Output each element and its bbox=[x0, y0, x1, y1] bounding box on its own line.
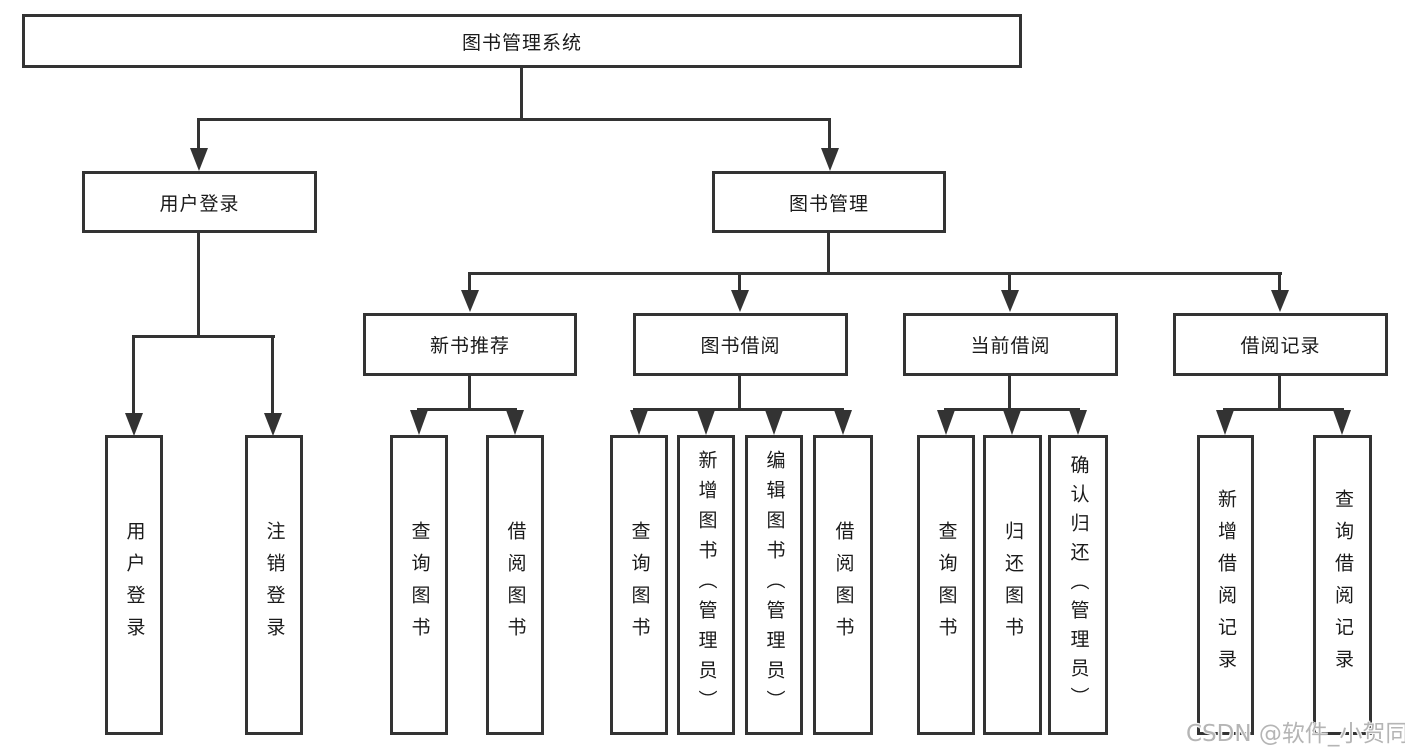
connector-borrow-record-trunk bbox=[1278, 376, 1281, 411]
connector-user-login-trunk bbox=[197, 233, 200, 337]
leaf-user-login: 用户登录 bbox=[105, 435, 163, 735]
leaf-label: 归还图书 bbox=[1002, 521, 1024, 649]
leaf-label: 新增图书（管理员） bbox=[695, 450, 718, 720]
node-label: 新书推荐 bbox=[429, 335, 510, 357]
node-book-borrow: 图书借阅 bbox=[633, 313, 848, 376]
node-label: 当前借阅 bbox=[970, 335, 1051, 357]
leaf-label: 注销登录 bbox=[263, 521, 286, 649]
leaf-bb-borrow-book: 借阅图书 bbox=[813, 435, 873, 735]
arrowhead-leaf-rec-borrow-book bbox=[506, 410, 524, 435]
connector-book-borrow-branch bbox=[633, 408, 844, 411]
node-borrow-record: 借阅记录 bbox=[1173, 313, 1388, 376]
arrowhead-leaf-logout bbox=[264, 413, 282, 436]
leaf-logout: 注销登录 bbox=[245, 435, 303, 735]
connector-book-mgmt-branch bbox=[468, 272, 1282, 275]
node-label: 用户登录 bbox=[159, 192, 240, 215]
leaf-bb-add-book: 新增图书（管理员） bbox=[677, 435, 735, 735]
leaf-br-query-record: 查询借阅记录 bbox=[1313, 435, 1372, 735]
connector-drop-leaf-user-login bbox=[132, 335, 135, 415]
leaf-label: 查询图书 bbox=[628, 521, 651, 649]
node-current-borrow: 当前借阅 bbox=[903, 313, 1118, 376]
leaf-label: 查询图书 bbox=[935, 521, 958, 649]
leaf-label: 借阅图书 bbox=[832, 521, 855, 649]
node-library-management-system: 图书管理系统 bbox=[22, 14, 1022, 68]
arrowhead-leaf-cb-query-book bbox=[937, 410, 955, 435]
arrowhead-current-borrow bbox=[1001, 290, 1019, 312]
leaf-cb-confirm-return: 确认归还（管理员） bbox=[1048, 435, 1108, 735]
arrowhead-book-mgmt bbox=[821, 148, 839, 171]
csdn-watermark: CSDN @软件_小贺同学 bbox=[1186, 721, 1405, 747]
arrowhead-leaf-cb-return-book bbox=[1003, 410, 1021, 435]
connector-drop-leaf-logout bbox=[271, 335, 274, 415]
leaf-label: 确认归还（管理员） bbox=[1067, 454, 1090, 716]
connector-root-branch bbox=[198, 118, 831, 121]
arrowhead-leaf-br-add-record bbox=[1216, 410, 1234, 435]
connector-root-trunk bbox=[520, 68, 523, 120]
arrowhead-leaf-user-login bbox=[125, 413, 143, 436]
leaf-label: 借阅图书 bbox=[504, 521, 527, 649]
leaf-label: 用户登录 bbox=[123, 521, 146, 649]
connector-drop-borrow-record bbox=[1278, 272, 1281, 292]
arrowhead-leaf-bb-query-book bbox=[630, 410, 648, 435]
leaf-cb-query-book: 查询图书 bbox=[917, 435, 975, 735]
connector-drop-book-borrow bbox=[738, 272, 741, 292]
connector-drop-current-borrow bbox=[1008, 272, 1011, 292]
connector-drop-new-book-rec bbox=[468, 272, 471, 292]
connector-book-mgmt-trunk bbox=[827, 233, 830, 274]
connector-current-borrow-trunk bbox=[1008, 376, 1011, 411]
connector-new-book-rec-trunk bbox=[468, 376, 471, 411]
leaf-rec-borrow-book: 借阅图书 bbox=[486, 435, 544, 735]
leaf-label: 查询图书 bbox=[408, 521, 431, 649]
connector-borrow-record-branch bbox=[1223, 408, 1344, 411]
node-new-book-recommend: 新书推荐 bbox=[363, 313, 577, 376]
arrowhead-new-book-rec bbox=[461, 290, 479, 312]
leaf-rec-query-book: 查询图书 bbox=[390, 435, 448, 735]
arrowhead-leaf-bb-borrow-book bbox=[834, 410, 852, 435]
arrowhead-leaf-bb-add-book bbox=[697, 410, 715, 435]
node-label: 图书借阅 bbox=[700, 335, 781, 357]
arrowhead-leaf-bb-edit-book bbox=[765, 410, 783, 435]
connector-book-borrow-trunk bbox=[738, 376, 741, 411]
connector-new-book-rec-branch bbox=[417, 408, 517, 411]
arrowhead-leaf-cb-confirm-return bbox=[1069, 410, 1087, 435]
node-label: 图书管理 bbox=[788, 192, 869, 215]
arrowhead-leaf-rec-query-book bbox=[410, 410, 428, 435]
arrowhead-leaf-br-query-record bbox=[1333, 410, 1351, 435]
leaf-bb-query-book: 查询图书 bbox=[610, 435, 668, 735]
arrowhead-user-login bbox=[190, 148, 208, 171]
connector-drop-user-login bbox=[197, 118, 200, 150]
leaf-br-add-record: 新增借阅记录 bbox=[1197, 435, 1254, 735]
node-book-management: 图书管理 bbox=[712, 171, 946, 233]
leaf-cb-return-book: 归还图书 bbox=[983, 435, 1042, 735]
node-user-login: 用户登录 bbox=[82, 171, 317, 233]
leaf-label: 新增借阅记录 bbox=[1215, 489, 1237, 681]
arrowhead-borrow-record bbox=[1271, 290, 1289, 312]
leaf-label: 查询借阅记录 bbox=[1332, 489, 1354, 681]
node-label: 借阅记录 bbox=[1240, 335, 1321, 357]
connector-drop-book-mgmt bbox=[828, 118, 831, 150]
leaf-label: 编辑图书（管理员） bbox=[763, 450, 786, 720]
node-label: 图书管理系统 bbox=[461, 31, 582, 54]
leaf-bb-edit-book: 编辑图书（管理员） bbox=[745, 435, 803, 735]
connector-current-borrow-branch bbox=[944, 408, 1080, 411]
connector-user-login-branch bbox=[132, 335, 275, 338]
arrowhead-book-borrow bbox=[731, 290, 749, 312]
